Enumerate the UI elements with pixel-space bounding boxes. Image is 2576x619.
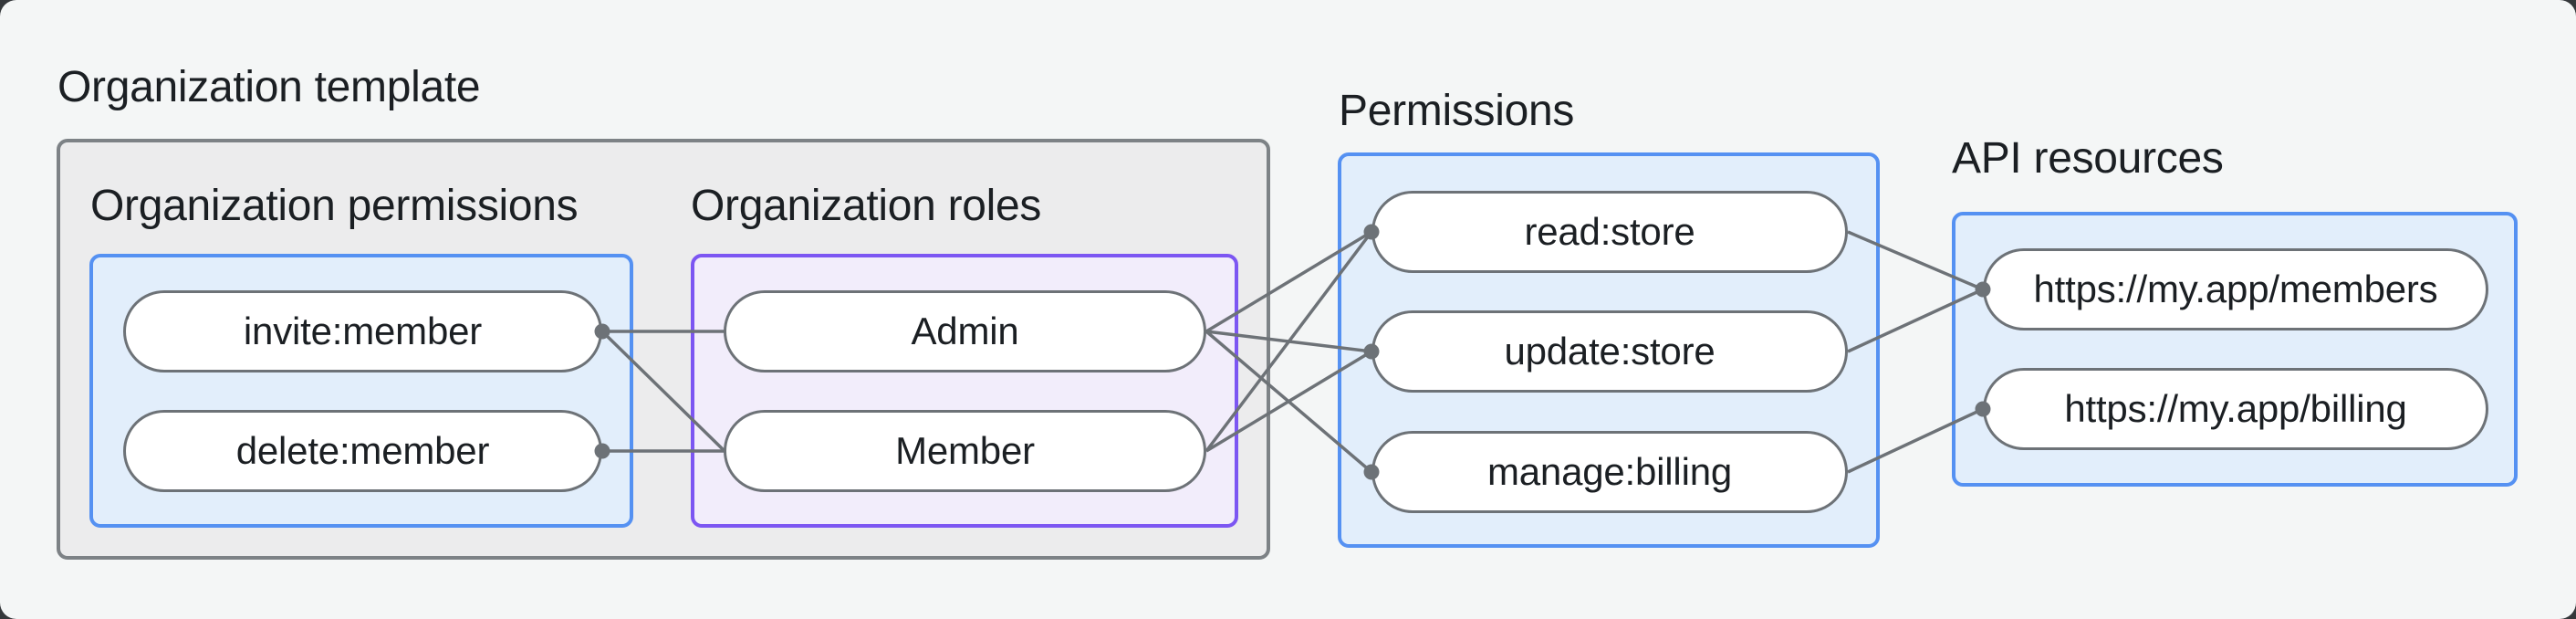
node-invite-member-label: invite:member bbox=[243, 310, 483, 352]
node-member: Member bbox=[724, 410, 1206, 492]
node-manage-billing-label: manage:billing bbox=[1486, 450, 1733, 493]
org-permissions-label: Organization permissions bbox=[90, 182, 579, 230]
node-update-store-label: update:store bbox=[1504, 330, 1716, 372]
node-admin: Admin bbox=[724, 290, 1206, 372]
node-api-billing: https://my.app/billing bbox=[1983, 368, 2488, 450]
api-resources-label: API resources bbox=[1952, 134, 2224, 183]
node-delete-member-label: delete:member bbox=[235, 429, 490, 472]
node-member-label: Member bbox=[895, 429, 1035, 472]
node-manage-billing: manage:billing bbox=[1371, 431, 1848, 513]
node-admin-label: Admin bbox=[911, 310, 1019, 352]
node-api-members-label: https://my.app/members bbox=[2033, 268, 2438, 310]
permissions-label: Permissions bbox=[1339, 87, 1575, 135]
org-roles-label: Organization roles bbox=[691, 182, 1042, 230]
node-read-store: read:store bbox=[1371, 191, 1848, 273]
node-delete-member: delete:member bbox=[123, 410, 602, 492]
node-read-store-label: read:store bbox=[1524, 210, 1695, 253]
node-api-billing-label: https://my.app/billing bbox=[2064, 387, 2407, 430]
org-template-label: Organization template bbox=[57, 63, 481, 111]
node-api-members: https://my.app/members bbox=[1983, 248, 2488, 330]
node-update-store: update:store bbox=[1371, 310, 1848, 393]
node-invite-member: invite:member bbox=[123, 290, 602, 372]
